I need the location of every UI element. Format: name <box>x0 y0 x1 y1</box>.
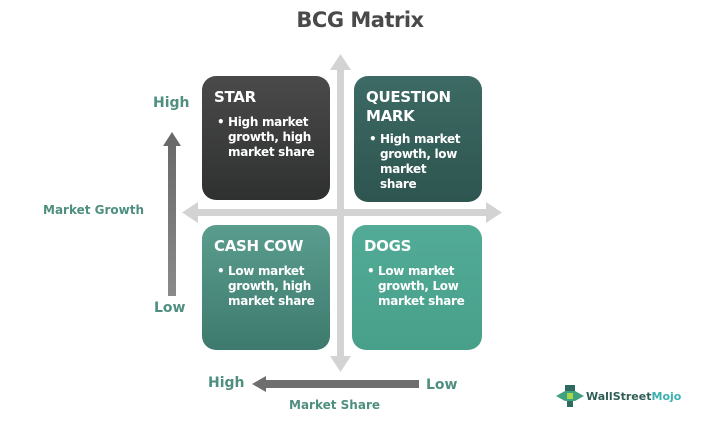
quadrant-bullet: Low market growth, high market share <box>217 264 318 309</box>
quadrant-bullet: Low market growth, Low market share <box>367 264 470 309</box>
quadrant-star: STAR High market growth, high market sha… <box>202 76 330 200</box>
quadrant-bullet: High market growth, high market share <box>217 115 318 160</box>
x-axis-high-label: High <box>208 375 245 391</box>
market-growth-arrow-icon <box>163 132 181 296</box>
x-axis-low-label: Low <box>426 377 458 393</box>
diagram-title: BCG Matrix <box>296 8 424 32</box>
quadrant-cash-cow: CASH COW Low market growth, high market … <box>202 225 330 350</box>
wallstreetmojo-logo-icon <box>556 385 584 407</box>
quadrant-heading: CASH COW <box>214 237 304 255</box>
brand-name-part1: WallStreet <box>586 389 652 403</box>
quadrant-heading: STAR <box>214 88 256 106</box>
market-share-arrow-icon <box>252 376 419 392</box>
quadrant-heading: DOGS <box>364 237 412 255</box>
quadrant-question-mark: QUESTION MARK High market growth, low ma… <box>354 76 482 202</box>
y-axis-low-label: Low <box>154 300 186 316</box>
quadrant-heading: QUESTION MARK <box>366 88 451 125</box>
y-axis-title: Market Growth <box>43 203 145 217</box>
quadrant-dogs: DOGS Low market growth, Low market share <box>352 225 482 350</box>
y-axis-high-label: High <box>153 95 190 111</box>
quadrant-bullet: High market growth, low market share <box>369 132 462 192</box>
x-axis-title: Market Share <box>289 398 381 412</box>
brand-name-part2: Mojo <box>651 389 682 403</box>
